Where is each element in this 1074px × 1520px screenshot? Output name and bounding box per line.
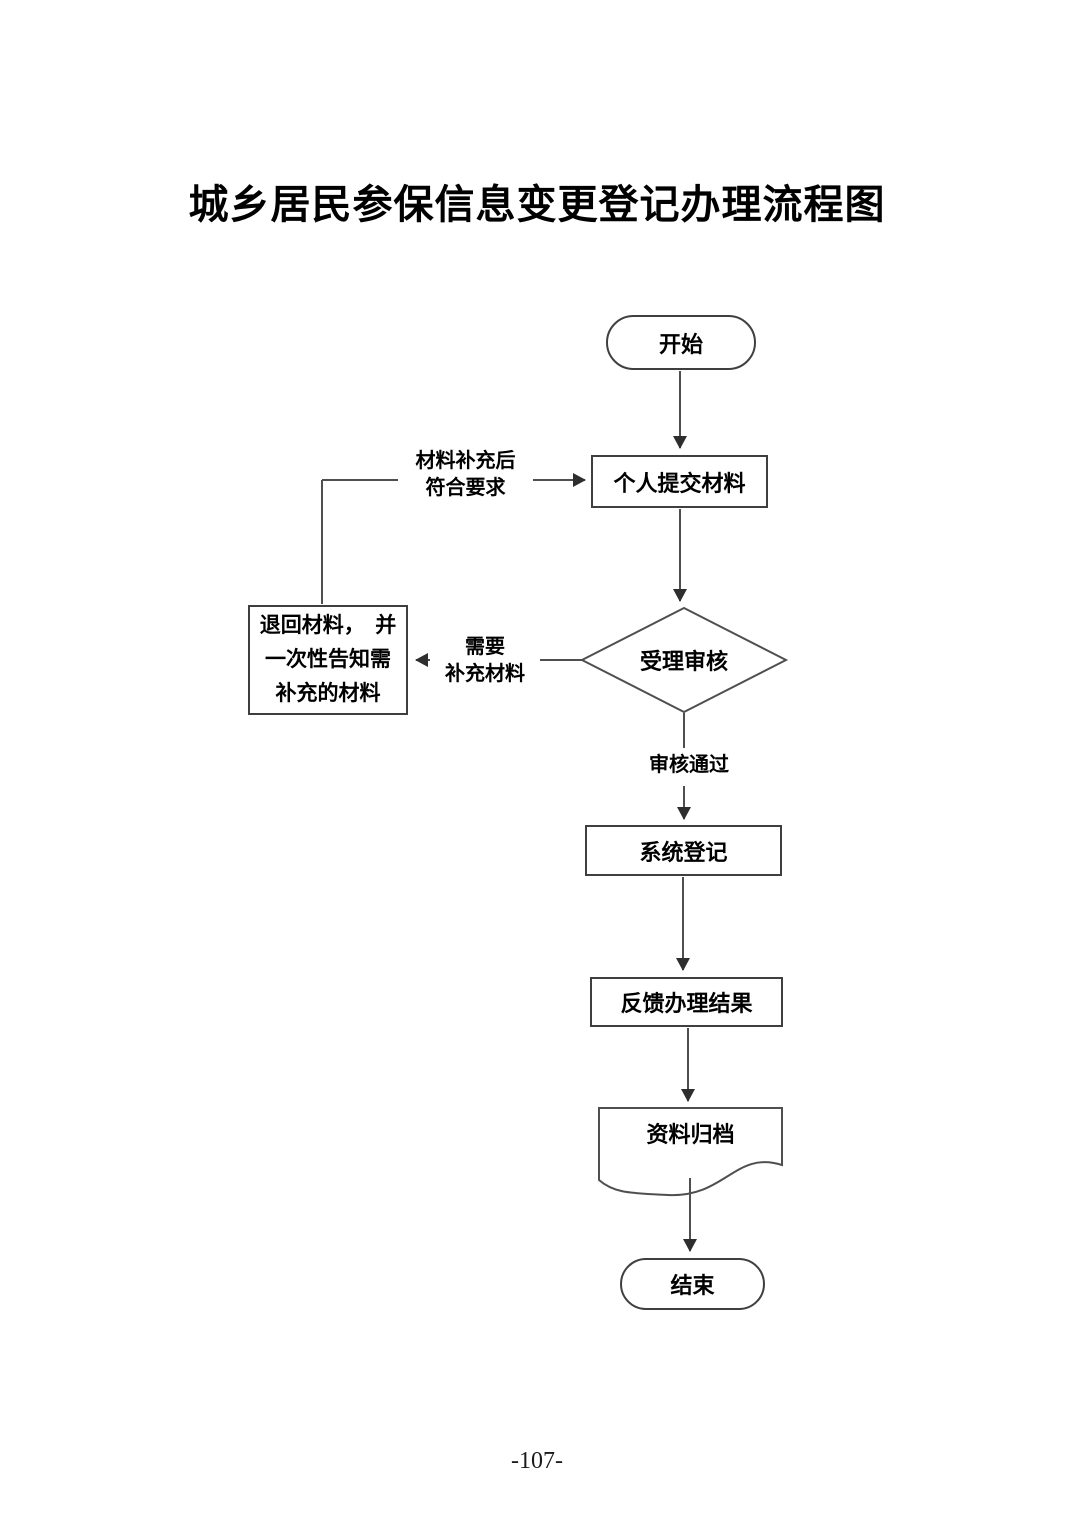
archive-document-node: 资料归档 (646, 1121, 735, 1147)
feedback-result-node: 反馈办理结果 (590, 977, 783, 1027)
review-diamond-shape (579, 606, 789, 714)
review-decision-node: 受理审核 (639, 649, 728, 674)
edge-label-approved: 审核通过 (639, 752, 739, 779)
edge-label-resubmit: 材料补充后 符合要求 (398, 448, 533, 502)
return-materials-node: 退回材料， 并 一次性告知需 补充的材料 (248, 605, 408, 715)
page-number: -107- (511, 1448, 563, 1474)
page-title: 城乡居民参保信息变更登记办理流程图 (188, 182, 886, 227)
system-register-node: 系统登记 (585, 825, 782, 876)
start-node: 开始 (606, 315, 756, 370)
archive-document-shape (598, 1107, 783, 1197)
submit-materials-node: 个人提交材料 (591, 455, 768, 508)
edge-label-need-supplement: 需要 补充材料 (430, 634, 540, 688)
end-node: 结束 (620, 1258, 765, 1310)
